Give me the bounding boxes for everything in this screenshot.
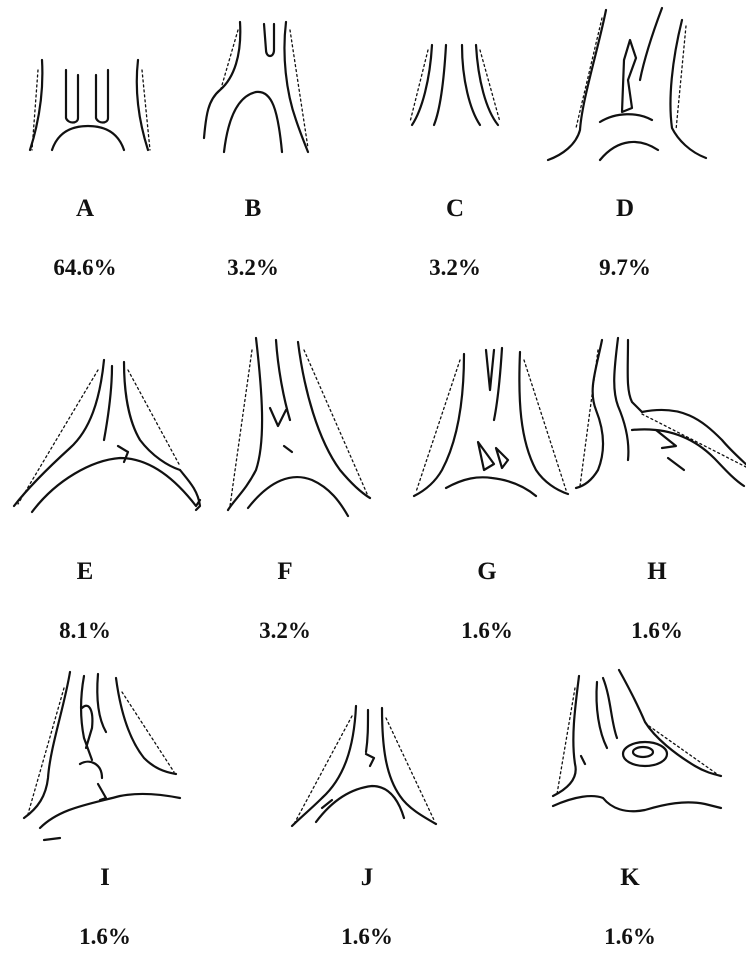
variant-d-percent: 9.7% <box>540 255 710 281</box>
variant-c-letter: C <box>370 195 540 223</box>
variant-i-sketch <box>20 668 190 878</box>
variant-d-letter: D <box>540 195 710 223</box>
variant-a-letter: A <box>0 195 170 223</box>
variant-j-percent: 1.6% <box>282 924 452 950</box>
variant-b-percent: 3.2% <box>168 255 338 281</box>
variant-k-letter: K <box>545 864 715 892</box>
variant-h-sketch <box>572 330 742 540</box>
variant-e-percent: 8.1% <box>0 618 170 644</box>
variant-f-sketch <box>200 330 370 540</box>
variant-h-percent: 1.6% <box>572 618 742 644</box>
variant-e-sketch <box>0 330 170 540</box>
variant-b-letter: B <box>168 195 338 223</box>
variant-g-percent: 1.6% <box>402 618 572 644</box>
variant-i-percent: 1.6% <box>20 924 190 950</box>
variant-c-sketch <box>370 0 540 170</box>
variant-g-sketch <box>402 330 572 540</box>
variant-h-letter: H <box>572 558 742 586</box>
variant-a-sketch <box>0 0 170 170</box>
variant-i-letter: I <box>20 864 190 892</box>
variant-e-letter: E <box>0 558 170 586</box>
variant-j-sketch <box>282 668 452 878</box>
variant-b-sketch <box>168 0 338 170</box>
variant-a-percent: 64.6% <box>0 255 170 281</box>
variant-f-percent: 3.2% <box>200 618 370 644</box>
variant-d-sketch <box>540 0 710 170</box>
variant-k-sketch <box>545 668 715 878</box>
variant-c-percent: 3.2% <box>370 255 540 281</box>
variant-j-letter: J <box>282 864 452 892</box>
variant-f-letter: F <box>200 558 370 586</box>
variant-k-percent: 1.6% <box>545 924 715 950</box>
variant-g-letter: G <box>402 558 572 586</box>
